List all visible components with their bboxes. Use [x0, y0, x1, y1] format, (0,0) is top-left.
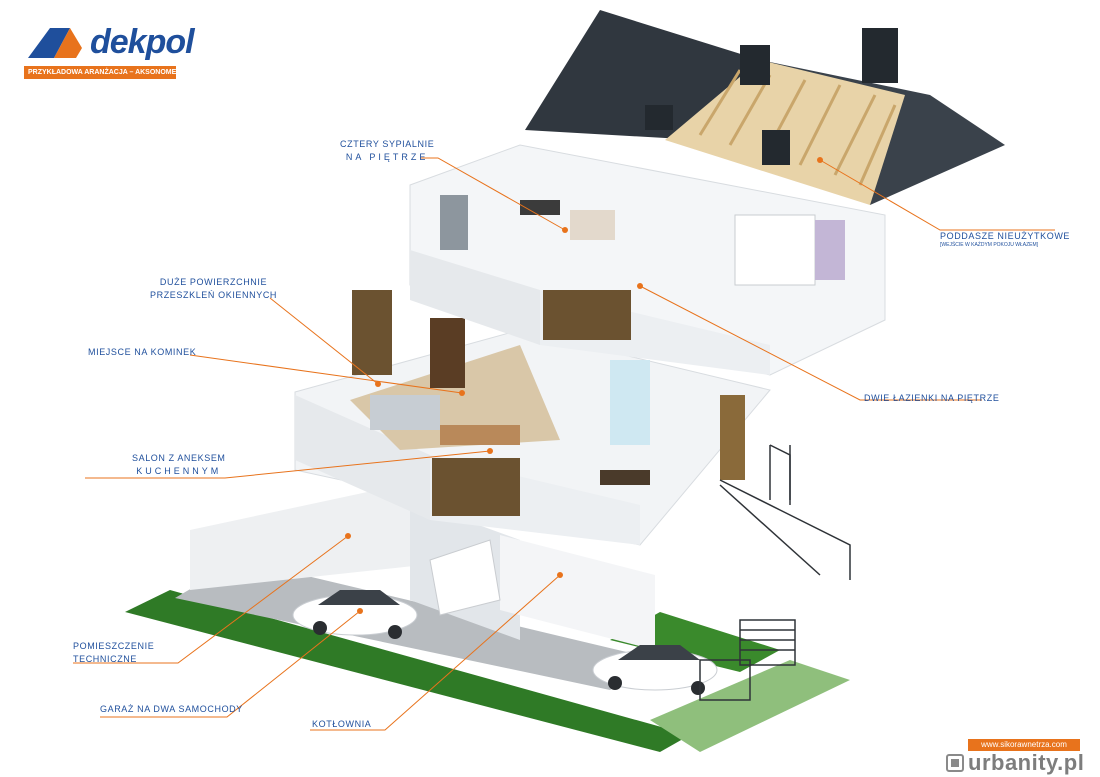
- bedroom-desk: [520, 200, 560, 215]
- label-living-line2: KUCHENNYM: [136, 466, 222, 476]
- watermark: urbanity.pl: [946, 749, 1084, 777]
- footer-url[interactable]: www.sikorawnetrza.com: [968, 739, 1080, 751]
- watermark-text: urbanity.pl: [968, 750, 1085, 775]
- bedroom-window-left: [440, 195, 468, 250]
- label-boiler: KOTŁOWNIA: [312, 719, 372, 729]
- bathroom-wall-art: [815, 220, 845, 280]
- sofa: [370, 395, 440, 430]
- ground-bathroom-wall: [610, 360, 650, 445]
- bedroom-bed: [570, 210, 615, 240]
- dekpol-logo: dekpol PRZYKŁADOWA ARANŻACJA – AKSONOMET…: [24, 22, 195, 80]
- roof-trusses: [698, 69, 897, 186]
- leader-technical: [73, 535, 349, 664]
- brand-name: dekpol: [90, 23, 195, 61]
- label-attic: PODDASZE NIEUŻYTKOWE: [940, 230, 1070, 243]
- garage-stair: [429, 539, 501, 616]
- label-windows-line2: PRZESZKLEŃ OKIENNYCH: [150, 290, 278, 300]
- label-bedrooms-line1: CZTERY SYPIALNIE: [340, 139, 435, 149]
- label-attic-line1: PODDASZE NIEUŻYTKOWE: [940, 231, 1071, 241]
- watermark-icon: [946, 754, 964, 772]
- wood-cladding-ground: [432, 458, 520, 516]
- leader-living: [85, 450, 491, 479]
- kitchen-counter: [440, 425, 520, 445]
- leader-boiler: [310, 574, 561, 731]
- chimney-main: [862, 28, 898, 83]
- label-fireplace: MIEJSCE NA KOMINEK: [88, 347, 197, 357]
- label-technical: POMIESZCZENIE TECHNICZNE: [73, 640, 154, 666]
- dekpol-logo-icon: [28, 28, 82, 58]
- label-garage: GARAŻ NA DWA SAMOCHODY: [100, 704, 243, 714]
- ground-floor-front-wall: [295, 395, 430, 520]
- label-windows-line1: DUŻE POWIERZCHNIE: [159, 277, 268, 287]
- chimney-attic-right: [762, 130, 790, 165]
- label-windows: DUŻE POWIERZCHNIE PRZESZKLEŃ OKIENNYCH: [150, 276, 277, 302]
- front-gate: [699, 619, 796, 701]
- leader-garage: [100, 610, 361, 718]
- first-floor-front-wall: [410, 250, 540, 345]
- label-living-line1: SALON Z ANEKSEM: [132, 453, 226, 463]
- leader-dots: [345, 157, 823, 614]
- external-staircase: [719, 444, 851, 580]
- brand-subtitle: PRZYKŁADOWA ARANŻACJA – AKSONOMETRIA: [24, 66, 176, 79]
- label-technical-line1: POMIESZCZENIE: [73, 641, 155, 651]
- label-bathrooms: DWIE ŁAZIENKI NA PIĘTRZE: [864, 393, 1000, 403]
- label-bedrooms: CZTERY SYPIALNIE NA PIĘTRZE: [340, 138, 434, 164]
- car-driveway: [592, 645, 718, 695]
- upstairs-bathroom: [734, 214, 816, 286]
- roof-left-slope: [525, 10, 760, 140]
- leader-fireplace: [189, 354, 463, 394]
- leader-attic: [819, 159, 1055, 231]
- garage-wall-right: [500, 535, 655, 650]
- window-shutter-left: [352, 290, 392, 375]
- driveway-paving: [650, 660, 850, 752]
- label-technical-line2: TECHNICZNE: [73, 654, 137, 664]
- leader-bathrooms: [639, 285, 982, 401]
- leader-bedrooms: [420, 157, 566, 231]
- label-bedrooms-line2: NA PIĘTRZE: [345, 152, 429, 162]
- garage-floor: [175, 560, 660, 690]
- label-living: SALON Z ANEKSEM KUCHENNYM: [132, 452, 226, 478]
- wood-cladding-first: [543, 290, 631, 340]
- lawn: [125, 590, 690, 752]
- chimney-small: [645, 105, 673, 130]
- leader-lines: [73, 157, 1055, 731]
- entrance-door: [720, 395, 745, 480]
- chimney-attic-left: [740, 45, 770, 85]
- label-attic-note: [WEJŚCIE W KAŻDYM POKOJU WŁAZEM]: [940, 242, 1039, 248]
- office-desk: [600, 470, 650, 485]
- leader-windows: [269, 297, 379, 385]
- bookshelf: [430, 318, 465, 388]
